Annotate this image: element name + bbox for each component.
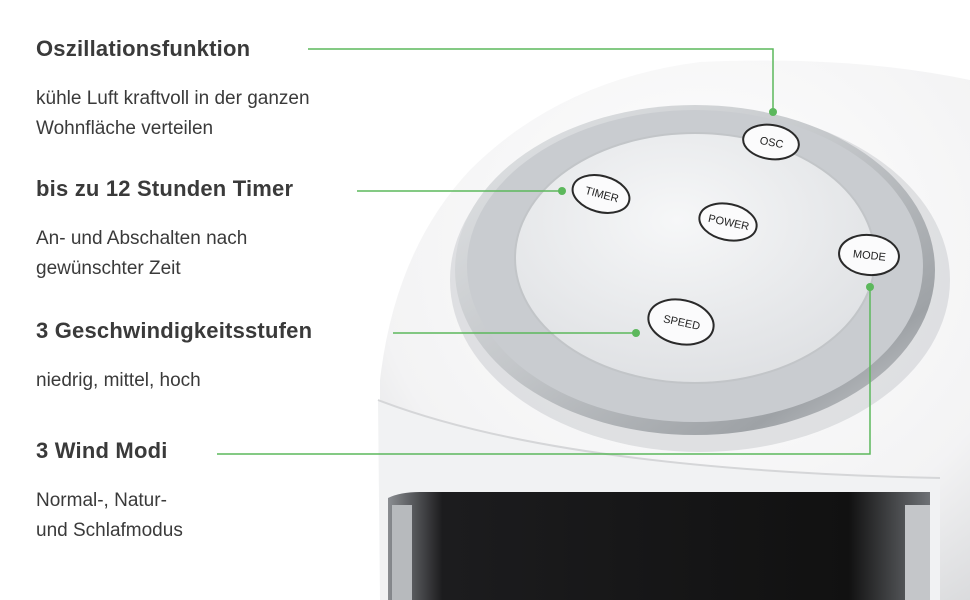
- feature-desc-line: gewünschter Zeit: [36, 258, 181, 279]
- feature-desc-line: Normal-, Natur-: [36, 490, 167, 511]
- control-panel: [514, 132, 876, 384]
- feature-title: bis zu 12 Stunden Timer: [36, 176, 294, 201]
- speed-button[interactable]: SPEED: [644, 294, 718, 351]
- feature-speed-levels: 3 Geschwindigkeitsstufen niedrig, mittel…: [36, 318, 312, 396]
- feature-desc-line: niedrig, mittel, hoch: [36, 370, 201, 391]
- feature-desc-line: An- und Abschalten nach: [36, 228, 248, 249]
- feature-desc-line: kühle Luft kraftvoll in der ganzen: [36, 88, 310, 109]
- mode-button-label: MODE: [852, 248, 886, 263]
- feature-desc-line: und Schlafmodus: [36, 520, 183, 541]
- feature-timer: bis zu 12 Stunden Timer An- und Abschalt…: [36, 176, 293, 284]
- feature-oscillation: Oszillationsfunktion kühle Luft kraftvol…: [36, 36, 310, 144]
- timer-button[interactable]: TIMER: [568, 169, 633, 219]
- fan-grille: [388, 492, 930, 600]
- feature-desc-line: Wohnfläche verteilen: [36, 118, 214, 139]
- osc-button[interactable]: OSC: [741, 121, 801, 162]
- power-button[interactable]: POWER: [696, 198, 760, 245]
- feature-title: Oszillationsfunktion: [36, 36, 251, 61]
- feature-title: 3 Geschwindigkeitsstufen: [36, 318, 313, 343]
- feature-wind-modes: 3 Wind Modi Normal-, Natur- und Schlafmo…: [36, 438, 183, 546]
- mode-button[interactable]: MODE: [837, 232, 900, 277]
- feature-title: 3 Wind Modi: [36, 438, 168, 463]
- osc-button-label: OSC: [759, 135, 785, 151]
